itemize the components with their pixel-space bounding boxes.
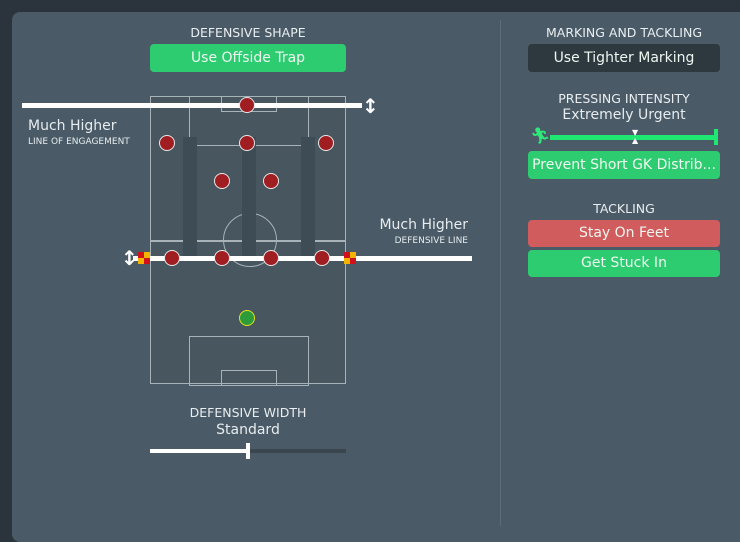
defensive-shape-title: DEFENSIVE SHAPE (190, 25, 306, 40)
tackling-title: TACKLING (593, 201, 655, 216)
engagement-drag-handle-icon[interactable]: ↕ (362, 94, 379, 118)
pressing-thumb[interactable] (714, 129, 718, 145)
defensive-line[interactable] (133, 256, 472, 261)
six-yard-bottom (221, 370, 277, 386)
pressing-title: PRESSING INTENSITY (558, 91, 690, 106)
player-marker[interactable] (239, 97, 255, 113)
defensive-line-value: Much Higher (379, 217, 468, 233)
stay-on-feet-button[interactable]: Stay On Feet (528, 220, 720, 247)
arrow-center (242, 137, 256, 257)
running-man-icon: 🏃︎ (530, 126, 551, 145)
offside-flag-icon (138, 252, 150, 264)
player-marker[interactable] (318, 135, 334, 151)
divider (500, 20, 501, 526)
defensive-line-label: DEFENSIVE LINE (394, 236, 468, 246)
defensive-width-title: DEFENSIVE WIDTH (189, 405, 307, 420)
defensive-width-slider[interactable] (150, 443, 346, 459)
arrow-right (301, 137, 315, 257)
player-marker[interactable] (239, 135, 255, 151)
engagement-line[interactable] (22, 103, 362, 108)
get-stuck-in-button[interactable]: Get Stuck In (528, 250, 720, 277)
offside-flag-icon (344, 252, 356, 264)
player-marker[interactable] (214, 173, 230, 189)
tighter-marking-button[interactable]: Use Tighter Marking (528, 44, 720, 72)
defensive-width-fill (150, 449, 248, 453)
goalkeeper-marker[interactable] (239, 310, 255, 326)
pressing-slider[interactable]: ▼▲ (550, 129, 718, 145)
prevent-short-gk-button[interactable]: Prevent Short GK Distrib... (528, 151, 720, 179)
player-marker[interactable] (263, 173, 279, 189)
pressing-fill (550, 135, 718, 140)
player-marker[interactable] (214, 250, 230, 266)
marking-title: MARKING AND TACKLING (545, 25, 703, 40)
defensive-line-drag-handle-icon[interactable]: ↕ (121, 246, 138, 270)
pressing-value: Extremely Urgent (562, 107, 686, 123)
defensive-width-value: Standard (216, 422, 280, 438)
defensive-width-thumb[interactable] (246, 443, 250, 459)
arrow-left (183, 137, 197, 257)
engagement-label: LINE OF ENGAGEMENT (28, 137, 130, 147)
engagement-value: Much Higher (28, 118, 117, 134)
pressing-default-marker-icon: ▼▲ (632, 128, 639, 145)
player-marker[interactable] (263, 250, 279, 266)
offside-trap-button[interactable]: Use Offside Trap (150, 44, 346, 72)
tactics-panel (12, 12, 740, 542)
player-marker[interactable] (164, 250, 180, 266)
player-marker[interactable] (314, 250, 330, 266)
player-marker[interactable] (159, 135, 175, 151)
